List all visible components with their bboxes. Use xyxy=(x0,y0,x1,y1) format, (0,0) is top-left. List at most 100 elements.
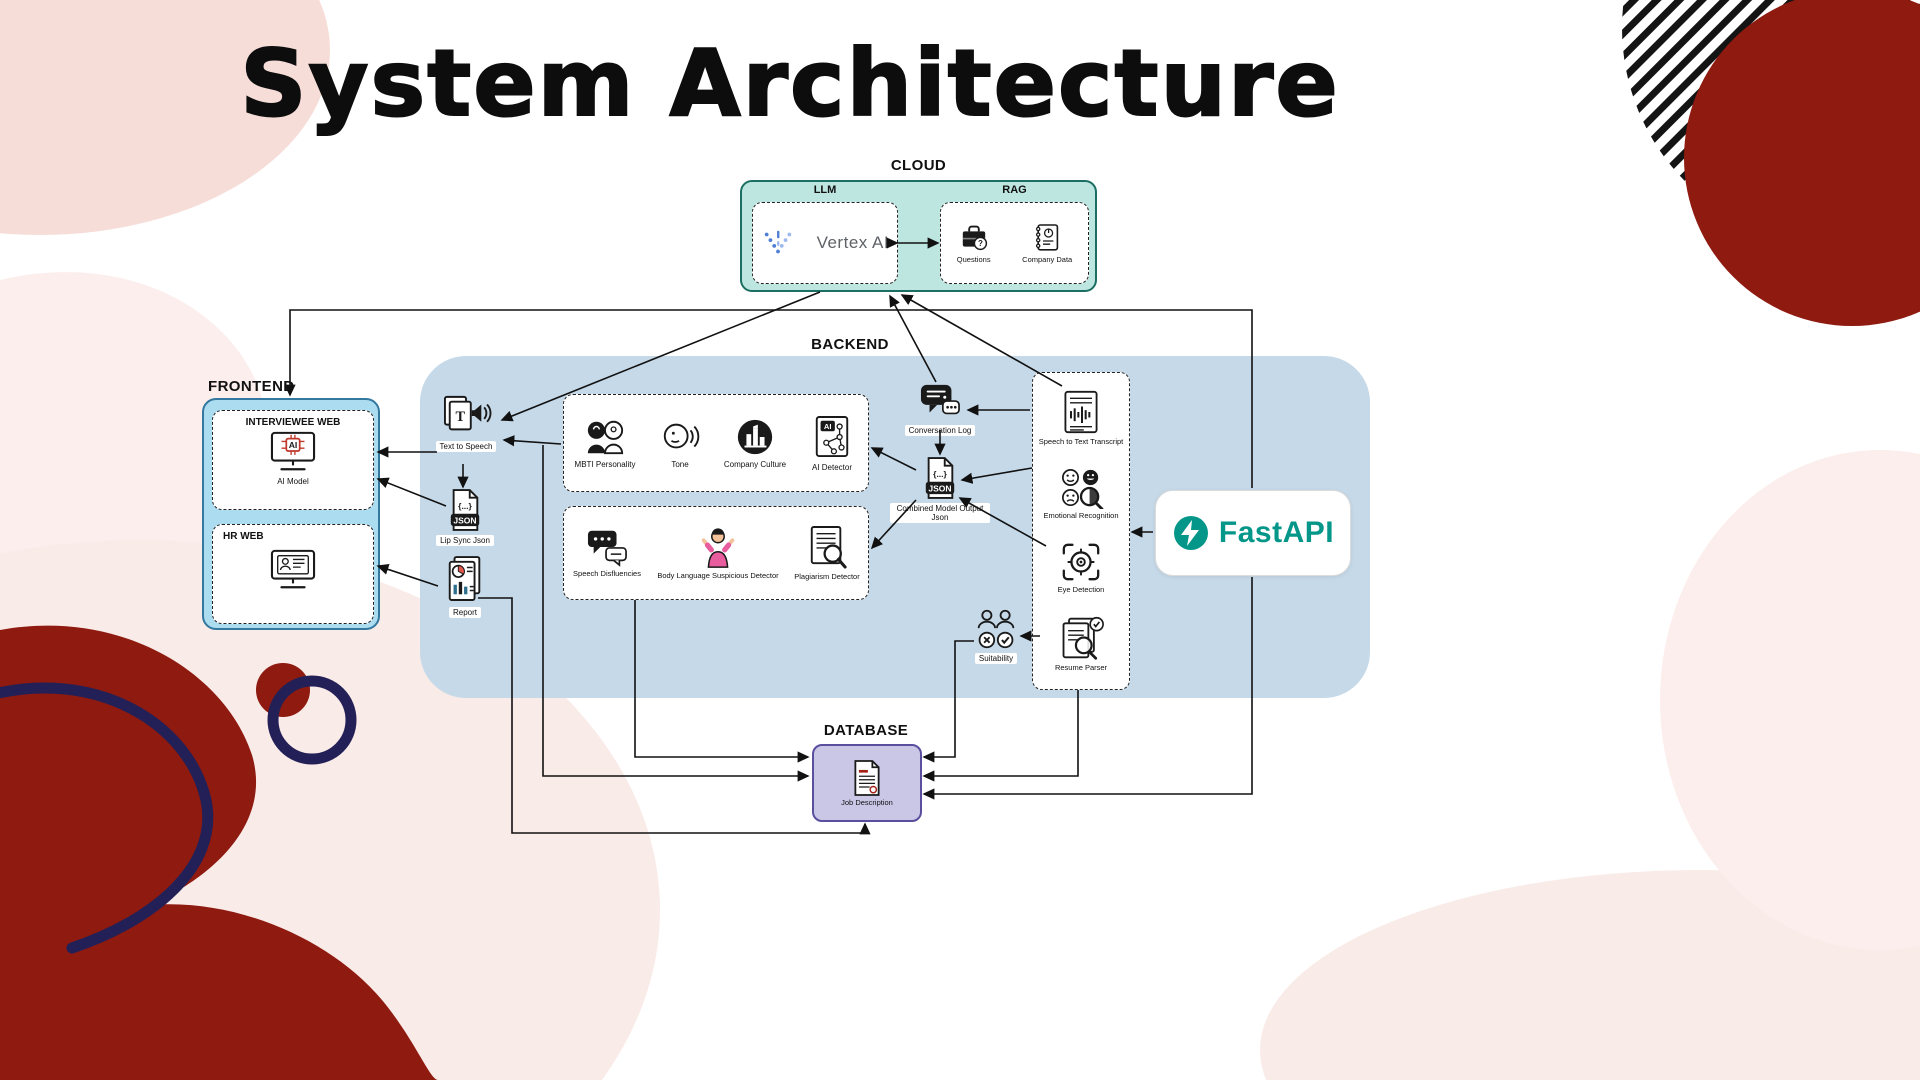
page-title: System Architecture xyxy=(239,29,1340,138)
speech-disfluencies-label: Speech Disfluencies xyxy=(573,569,641,579)
suitability-node: Suitability xyxy=(956,608,1036,665)
combined-output-node: {...} JSON Combined Model Output Json xyxy=(888,456,992,524)
questions-node: ? Questions xyxy=(957,221,991,265)
fastapi-label: FastAPI xyxy=(1218,516,1335,549)
pale-blob-right xyxy=(1660,450,1920,950)
eye-detection-label: Eye Detection xyxy=(1057,585,1105,595)
plagiarism-node: Plagiarism Detector xyxy=(787,524,867,582)
report-label: Report xyxy=(448,607,481,619)
conversation-log-label: Conversation Log xyxy=(904,425,976,437)
body-language-node: Body Language Suspicious Detector xyxy=(651,525,785,581)
suitability-icon xyxy=(977,609,1015,649)
speech-disfluencies-node: Speech Disfluencies xyxy=(565,527,649,579)
mbti-node: MBTI Personality xyxy=(569,417,641,469)
red-blob-bottom-left xyxy=(0,625,438,1080)
hr-web-box: HR WEB xyxy=(212,524,374,624)
job-description-label: Job Description xyxy=(841,797,893,807)
body-language-label: Body Language Suspicious Detector xyxy=(657,571,779,581)
ai-detector-label: AI Detector xyxy=(811,462,852,472)
emotional-recognition-icon xyxy=(1061,469,1104,510)
svg-text:AI: AI xyxy=(824,422,832,431)
body-language-icon xyxy=(701,528,735,569)
eye-detection-icon xyxy=(1062,543,1100,581)
emotional-recognition-label: Emotional Recognition xyxy=(1043,511,1119,521)
backend-label: BACKEND xyxy=(811,336,889,353)
frontend-label: FRONTEND xyxy=(208,378,295,395)
database-label: DATABASE xyxy=(823,722,909,739)
vertex-ai-name: Vertex AI xyxy=(816,233,890,252)
report-icon xyxy=(448,556,481,601)
job-description-icon xyxy=(854,759,880,796)
resume-parser-icon xyxy=(1062,617,1104,660)
json-file-icon: {...} JSON xyxy=(450,489,480,531)
company-culture-icon xyxy=(737,419,773,455)
pipeline-box: Speech to Text Transcript Em xyxy=(1032,372,1130,690)
lip-sync-json-label: Lip Sync Json xyxy=(436,535,494,547)
speech-disfluencies-icon xyxy=(587,530,627,568)
svg-text:{...}: {...} xyxy=(458,501,472,511)
llm-box: Vertex AI xyxy=(752,202,898,284)
vertex-ai-icon xyxy=(764,230,792,254)
plagiarism-label: Plagiarism Detector xyxy=(794,572,860,582)
monitor-hr-icon xyxy=(270,549,316,589)
company-culture-node: Company Culture xyxy=(719,417,791,469)
analysis-box-1: MBTI Personality Tone xyxy=(563,394,869,492)
plagiarism-detector-icon xyxy=(810,526,847,569)
speech-to-text-icon xyxy=(1064,391,1098,434)
tone-label: Tone xyxy=(671,459,689,469)
navy-swoosh xyxy=(0,682,214,954)
rag-box: ? Questions Company Data xyxy=(940,202,1089,284)
resume-parser-label: Resume Parser xyxy=(1054,663,1108,673)
company-data-node: Company Data xyxy=(1022,221,1072,265)
text-to-speech-node: T Text to Speech xyxy=(420,394,512,453)
notebook-icon xyxy=(1036,224,1059,251)
mbti-personality-icon xyxy=(587,420,624,455)
interviewee-web-box: INTERVIEWEE WEB AI AI Model xyxy=(212,410,374,510)
company-data-label: Company Data xyxy=(1022,255,1073,265)
frontend-container: INTERVIEWEE WEB AI AI Model HR WEB xyxy=(202,398,380,630)
fastapi-box: FastAPI xyxy=(1155,490,1351,576)
analysis-box-2: Speech Disfluencies Body Language Suspic… xyxy=(563,506,869,600)
json-file-icon: {...} JSON xyxy=(925,457,955,499)
svg-text:AI: AI xyxy=(289,440,298,450)
tone-icon xyxy=(663,423,700,449)
conversation-log-icon xyxy=(920,384,960,415)
ai-detector-icon: AI xyxy=(815,415,849,457)
combined-output-label: Combined Model Output Json xyxy=(890,503,990,524)
pale-blob-bottom-right xyxy=(1260,870,1920,1080)
speech-to-text-node: Speech to Text Transcript xyxy=(1038,389,1124,447)
suitability-label: Suitability xyxy=(974,653,1018,665)
svg-text:JSON: JSON xyxy=(453,515,476,525)
red-dot xyxy=(256,663,310,717)
resume-parser-node: Resume Parser xyxy=(1055,615,1107,673)
fastapi-bolt-icon xyxy=(1173,516,1208,550)
cloud-container: LLM Vertex AI RAG ? Questions xyxy=(740,180,1097,292)
database-container: Job Description xyxy=(812,744,922,822)
navy-ring xyxy=(267,675,357,765)
ai-detector-node: AI AI Detector xyxy=(801,414,863,472)
emotional-recognition-node: Emotional Recognition xyxy=(1043,467,1119,521)
interviewee-web-title: INTERVIEWEE WEB xyxy=(245,417,341,428)
mbti-label: MBTI Personality xyxy=(574,459,636,469)
ai-model-label: AI Model xyxy=(277,477,309,486)
hr-web-title: HR WEB xyxy=(223,531,264,542)
lip-sync-json-node: {...} JSON Lip Sync Json xyxy=(432,488,498,547)
svg-text:JSON: JSON xyxy=(928,483,951,493)
striped-circle-top-right xyxy=(1622,0,1920,246)
text-to-speech-icon: T xyxy=(444,395,492,431)
questions-label: Questions xyxy=(956,255,991,265)
svg-text:{...}: {...} xyxy=(933,469,947,479)
svg-text:T: T xyxy=(455,409,465,425)
eye-detection-node: Eye Detection xyxy=(1057,541,1105,595)
tone-node: Tone xyxy=(651,417,709,469)
briefcase-question-icon: ? xyxy=(962,225,987,251)
cloud-label: CLOUD xyxy=(890,157,947,174)
red-circle-top-right xyxy=(1684,0,1920,326)
svg-text:?: ? xyxy=(978,239,983,248)
report-node: Report xyxy=(430,554,500,619)
speech-to-text-label: Speech to Text Transcript xyxy=(1038,437,1124,447)
arrow-resume-to-db xyxy=(922,690,1079,782)
rag-label: RAG xyxy=(1002,184,1027,196)
monitor-ai-icon: AI xyxy=(270,431,316,471)
